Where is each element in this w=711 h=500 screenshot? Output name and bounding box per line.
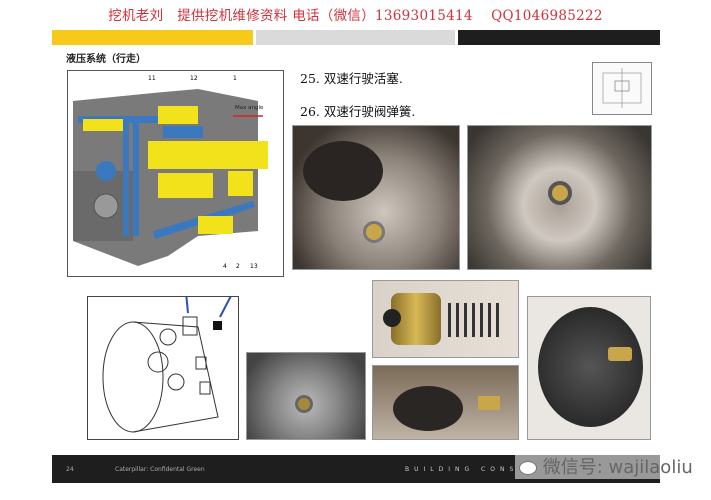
wechat-icon [519,461,537,475]
photo-piston-removal [292,125,460,270]
step-26: 26. 双速行驶阀弹簧. [300,104,416,119]
callout-11: 11 [148,75,156,82]
step-25: 25. 双速行驶活塞. [300,71,403,86]
callout-2: 2 [236,263,240,270]
photo-piston-and-spring [372,280,519,358]
wechat-id-text: 微信号: wajilaoliu [542,457,693,478]
hydraulic-schematic-thumbnail [592,62,652,115]
confidential-label: Caterpillar: Confidental Green [115,466,205,473]
footer-tagline: BUILDING CONS [405,466,519,473]
slide-title: 液压系统（行走） [66,54,146,65]
wechat-watermark: 微信号: wajilaoliu [515,453,697,479]
callout-1: 1 [233,75,237,82]
exploded-line-drawing [87,291,239,440]
photo-parts-layout [372,365,519,440]
max-angle-label: Max angle [235,105,264,111]
page-number: 24 [66,466,74,473]
arrow-icon [185,291,189,314]
gray-band [256,30,455,45]
callout-13: 13 [250,263,258,270]
callout-4: 4 [223,263,227,270]
yellow-band [52,30,253,45]
photo-cover-plate [527,296,651,440]
pump-cutaway-diagram: Max angle 11 12 1 4 2 13 [67,70,284,277]
callout-12: 12 [190,75,198,82]
photo-valve-bore [467,125,652,270]
arrow-icon [219,291,234,318]
photo-bore-detail [246,352,366,440]
black-band [458,30,660,45]
header-watermark: 挖机老刘 提供挖机维修资料 电话（微信）13693015414 QQ104698… [108,8,603,24]
